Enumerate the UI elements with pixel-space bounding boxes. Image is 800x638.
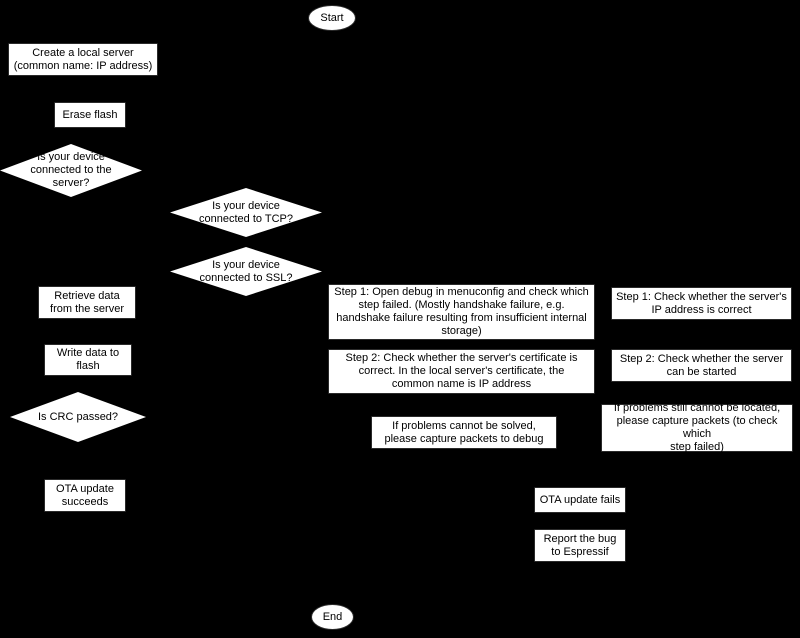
flowchart-node-erase-flash: Erase flash xyxy=(54,102,126,128)
flowchart-node-connected-to-ssl: Is your device connected to SSL? xyxy=(170,247,322,296)
flowchart-node-ssl-step1: Step 1: Open debug in menuconfig and che… xyxy=(328,284,595,340)
flowchart-node-tcp-step1: Step 1: Check whether the server's IP ad… xyxy=(611,287,792,320)
flowchart-node-retrieve-data: Retrieve data from the server xyxy=(38,286,136,319)
flowchart-node-crc-passed: Is CRC passed? xyxy=(10,392,146,442)
flowchart-node-ssl-step2: Step 2: Check whether the server's certi… xyxy=(328,349,595,394)
flowchart-node-connected-to-tcp: Is your device connected to TCP? xyxy=(170,188,322,237)
flowchart-node-tcp-step2: Step 2: Check whether the server can be … xyxy=(611,349,792,382)
flowchart-node-write-data: Write data to flash xyxy=(44,344,132,376)
flowchart-node-end: End xyxy=(311,604,354,630)
flowchart-node-ota-fails: OTA update fails xyxy=(534,487,626,513)
flowchart-node-ssl-capture-packets: If problems cannot be solved, please cap… xyxy=(371,416,557,449)
flowchart-node-ota-succeeds: OTA update succeeds xyxy=(44,479,126,512)
flowchart-node-start: Start xyxy=(308,5,356,31)
flowchart-node-tcp-capture-packets: If problems still cannot be located, ple… xyxy=(601,402,793,453)
flowchart-node-connected-to-server: Is your device connected to the server? xyxy=(0,144,142,197)
flowchart-node-report-bug: Report the bug to Espressif xyxy=(534,529,626,562)
flowchart-node-create-server: Create a local server (common name: IP a… xyxy=(8,43,158,76)
